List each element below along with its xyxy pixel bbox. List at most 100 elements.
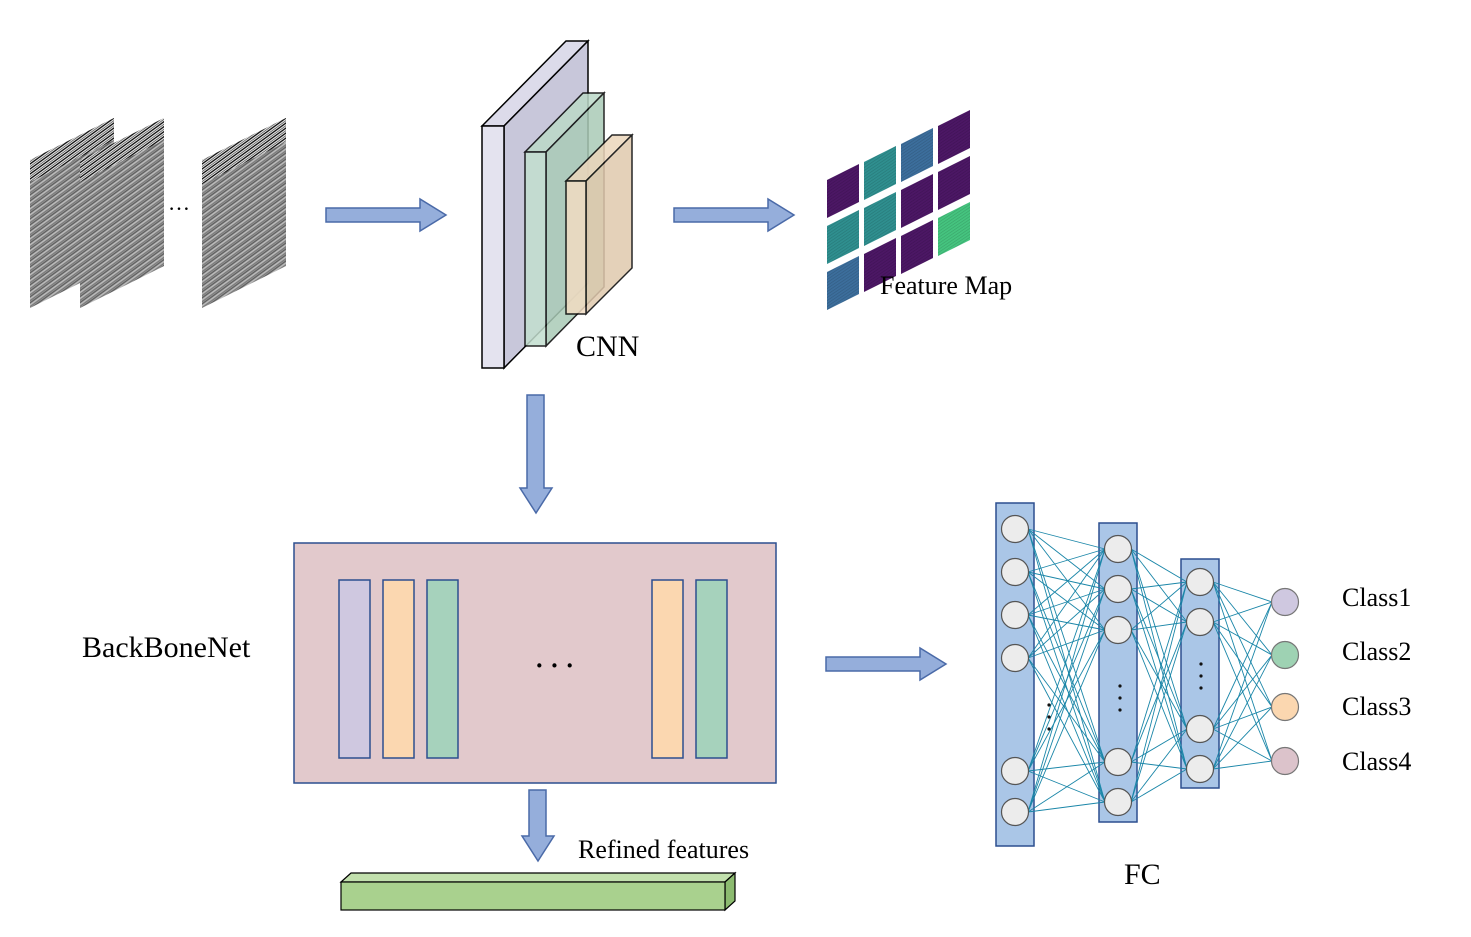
fc-edge xyxy=(1212,621,1273,656)
backbone-net-block: · · · xyxy=(293,542,777,784)
fc-node xyxy=(1185,567,1215,597)
fc-ellipsis-dot xyxy=(1118,708,1122,712)
fc-node xyxy=(1103,615,1133,645)
cnn-label: CNN xyxy=(576,330,639,363)
cnn-layer-3 xyxy=(564,133,634,316)
cnn-layer-stack-icon xyxy=(480,39,634,370)
fc-edge xyxy=(1130,629,1188,770)
fc-ellipsis-dot xyxy=(1118,696,1122,700)
fc-node xyxy=(1103,787,1133,817)
fc-layer-1-column xyxy=(995,502,1035,847)
fc-layer-3-column xyxy=(1180,558,1220,789)
feature-map-grid-icon xyxy=(827,110,970,310)
feature-map-tile-texture xyxy=(864,146,896,200)
fc-edge xyxy=(1130,581,1188,803)
fc-edge xyxy=(1212,581,1273,603)
fc-edge xyxy=(1212,654,1273,770)
fc-ellipsis-dot xyxy=(1199,674,1203,678)
fc-edge xyxy=(1130,728,1188,803)
feature-map-tile-texture xyxy=(827,256,859,310)
fc-edge xyxy=(1027,528,1106,763)
feature-map-tile-texture xyxy=(827,210,859,264)
feature-map-tile-texture xyxy=(901,220,933,274)
fc-edge xyxy=(1027,761,1106,813)
fc-layer-2-column xyxy=(1098,522,1138,823)
fc-edge xyxy=(1027,588,1106,659)
fc-node xyxy=(1185,714,1215,744)
feature-map-tile-texture xyxy=(827,164,859,218)
feature-map-tile-texture xyxy=(938,110,970,164)
feature-map-tile-texture xyxy=(864,192,896,246)
fc-edge xyxy=(1027,528,1106,550)
fc-ellipsis-dot xyxy=(1047,727,1051,731)
fully-connected-network-icon xyxy=(995,502,1300,847)
arrow-backbone-to-refined xyxy=(520,789,556,863)
seismic-image-3 xyxy=(202,118,286,308)
fc-edge xyxy=(1027,588,1106,813)
class-label-3: Class3 xyxy=(1342,692,1411,721)
fc-edge xyxy=(1027,588,1106,616)
class-label-1: Class1 xyxy=(1342,583,1411,612)
fc-edge xyxy=(1130,621,1188,631)
fc-edge xyxy=(1212,581,1273,762)
arrow-cnn-to-backbone xyxy=(518,394,554,515)
fc-node xyxy=(1103,534,1133,564)
class-output-node xyxy=(1270,587,1300,617)
fc-edge xyxy=(1027,548,1106,772)
fc-edge xyxy=(1212,581,1273,708)
backbone-label: BackBoneNet xyxy=(82,631,251,664)
fc-edge xyxy=(1212,706,1273,730)
fc-edge xyxy=(1130,588,1188,730)
feature-map-label: Feature Map xyxy=(880,271,1012,300)
fc-edge xyxy=(1027,528,1106,590)
refined-features-label: Refined features xyxy=(578,835,749,864)
fc-node xyxy=(1000,756,1030,786)
backbone-ellipsis: · · · xyxy=(535,651,574,680)
backbone-layer-purple xyxy=(338,579,371,759)
fc-edge xyxy=(1212,728,1273,762)
fc-node xyxy=(1000,514,1030,544)
fc-edge xyxy=(1212,654,1273,730)
arrow-cnn-to-feature-map xyxy=(673,197,796,233)
refined-features-bar xyxy=(339,871,737,912)
fc-node xyxy=(1103,574,1133,604)
fc-edge xyxy=(1212,601,1273,770)
fc-ellipsis-dot xyxy=(1047,715,1051,719)
fc-node xyxy=(1185,607,1215,637)
fc-edge xyxy=(1027,548,1106,659)
fc-node xyxy=(1000,600,1030,630)
fc-ellipsis-dot xyxy=(1118,684,1122,688)
fc-edge xyxy=(1027,629,1106,813)
fc-edge xyxy=(1212,601,1273,623)
fc-edge xyxy=(1027,548,1106,813)
class-label-4: Class4 xyxy=(1342,747,1411,776)
fc-edge xyxy=(1027,657,1106,803)
feature-map-tile-texture xyxy=(901,174,933,228)
fc-edge xyxy=(1027,528,1106,803)
seismic-image-stack-icon: … xyxy=(30,118,286,308)
input-ellipsis: … xyxy=(168,190,190,215)
class-output-node xyxy=(1270,640,1300,670)
fc-edge xyxy=(1130,548,1188,583)
feature-map-tile-texture xyxy=(864,238,896,292)
fc-edge xyxy=(1212,706,1273,770)
fc-edge xyxy=(1130,728,1188,763)
fc-edge xyxy=(1027,657,1106,763)
backbone-layer-green-last xyxy=(695,579,728,759)
fc-edge xyxy=(1027,548,1106,616)
fc-edge xyxy=(1130,629,1188,730)
fc-edge xyxy=(1212,601,1273,730)
fc-node xyxy=(1000,643,1030,673)
feature-map-tile-texture xyxy=(938,202,970,256)
fc-edge xyxy=(1130,581,1188,631)
fc-edge xyxy=(1027,548,1106,573)
fc-edge xyxy=(1130,581,1188,763)
feature-map-tile-texture xyxy=(901,128,933,182)
class-output-node xyxy=(1270,692,1300,722)
fc-node xyxy=(1000,797,1030,827)
feature-map-tile-texture xyxy=(938,156,970,210)
arrow-input-to-cnn xyxy=(325,197,448,233)
class-label-2: Class2 xyxy=(1342,637,1411,666)
fc-edge xyxy=(1130,581,1188,590)
